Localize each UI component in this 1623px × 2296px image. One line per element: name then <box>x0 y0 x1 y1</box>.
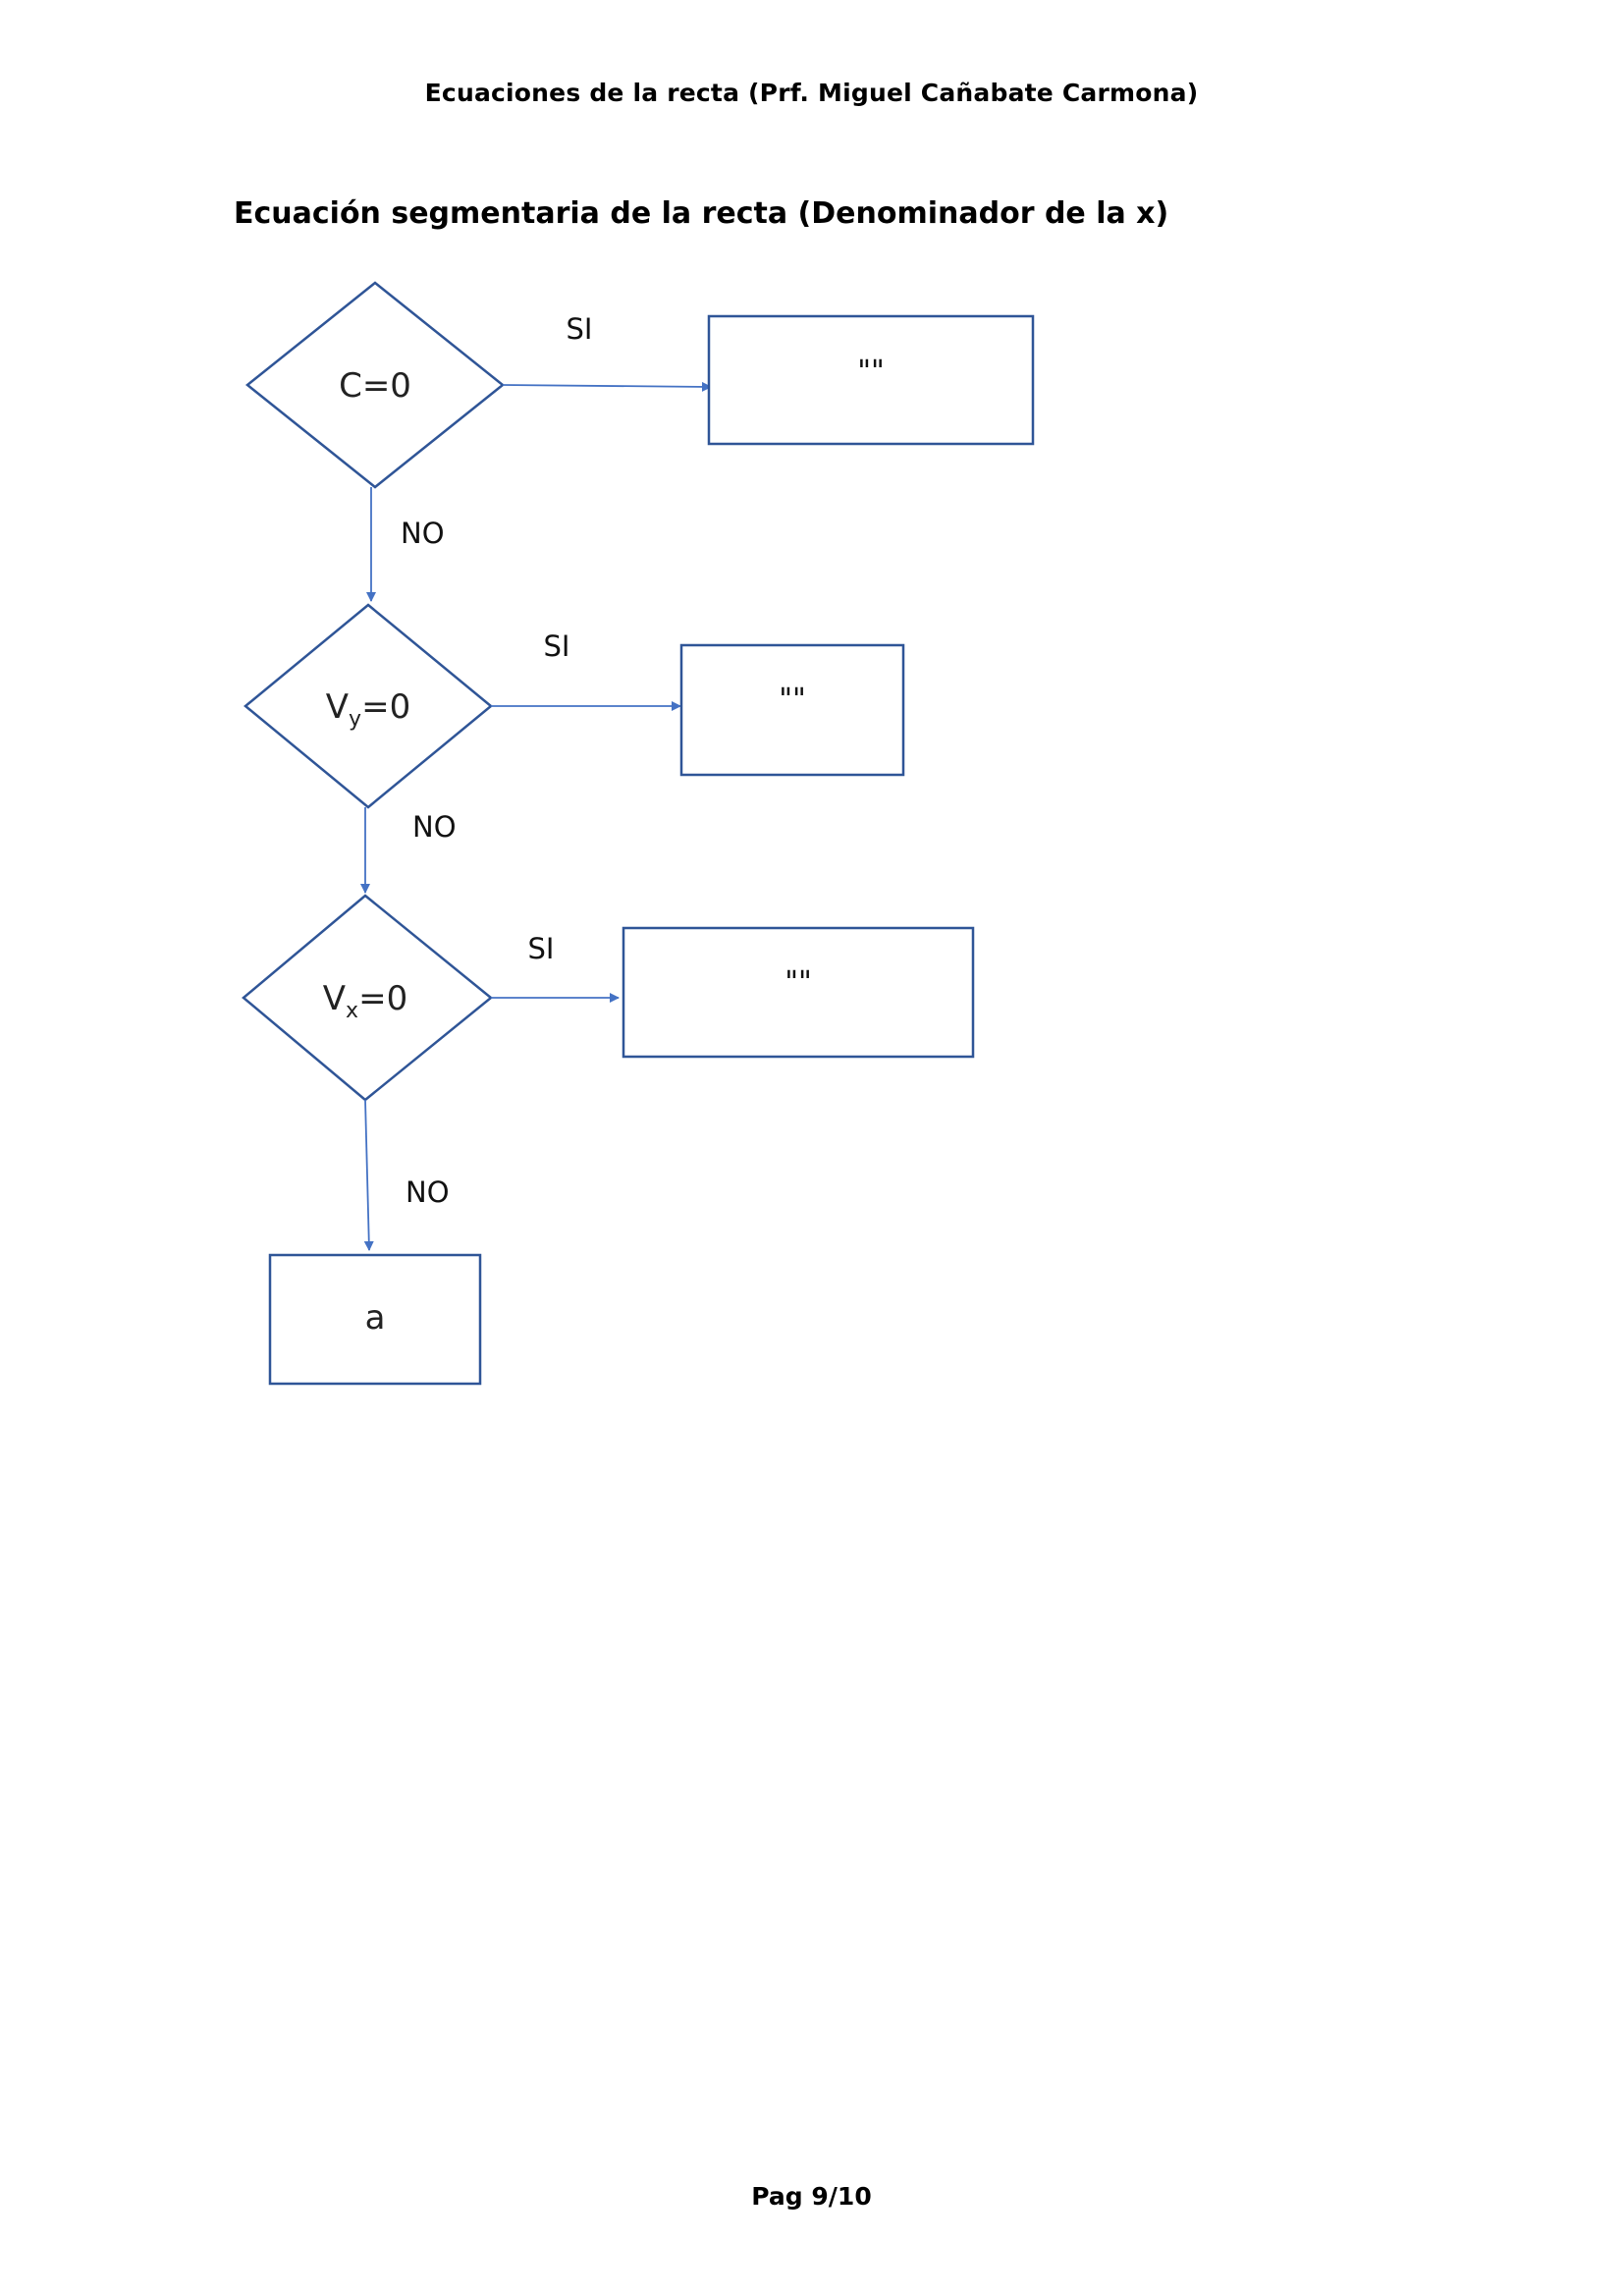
result-box-2 <box>679 643 905 777</box>
decision-label-vy: Vy=0 <box>326 687 410 732</box>
section-title: Ecuación segmentaria de la recta (Denomi… <box>234 196 1169 231</box>
arrow-yes-1 <box>502 381 712 392</box>
edge-label-yes-2: SI <box>544 629 570 663</box>
final-box <box>268 1253 482 1386</box>
decision-diamond-vy <box>243 603 493 809</box>
result-box-1 <box>707 314 1035 446</box>
edge-label-no-1: NO <box>401 517 445 550</box>
decision-label-vx: Vx=0 <box>323 979 407 1023</box>
edge-label-no-2: NO <box>412 810 457 844</box>
edge-label-no-3: NO <box>406 1175 450 1209</box>
result-box-3-text: "" <box>784 965 812 1000</box>
arrow-no-3 <box>363 1099 374 1251</box>
edge-label-yes-3: SI <box>528 932 555 965</box>
decision-label-c: C=0 <box>339 366 411 406</box>
decision-diamond-c <box>244 281 506 489</box>
result-box-2-text: "" <box>779 683 806 717</box>
page-footer: Pag 9/10 <box>751 2182 872 2211</box>
edge-label-yes-1: SI <box>567 312 593 346</box>
result-box-1-text: "" <box>857 355 885 389</box>
final-box-text: a <box>365 1298 386 1338</box>
result-box-3 <box>622 926 975 1059</box>
page-header: Ecuaciones de la recta (Prf. Miguel Caña… <box>424 79 1199 107</box>
